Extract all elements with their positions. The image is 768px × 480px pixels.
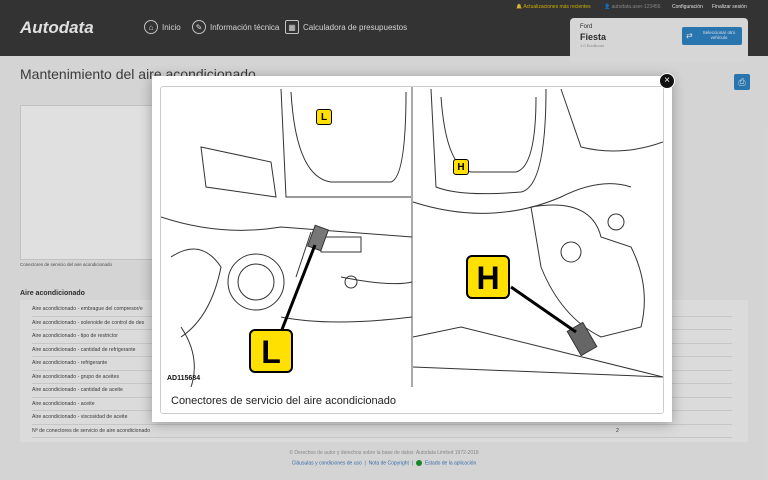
- spec-label: Aire acondicionado - grupo de aceites: [32, 373, 120, 380]
- nav-label: Información técnica: [210, 22, 280, 32]
- status-link[interactable]: Estado de la aplicación: [424, 460, 477, 467]
- copyright-text: © Derechos de autor y derechos sobre la …: [289, 450, 479, 456]
- nav-quote-calculator[interactable]: ▦ Calculadora de presupuestos: [285, 20, 407, 34]
- nav-home[interactable]: ⌂ Inicio: [144, 20, 181, 34]
- spec-row: Aire acondicionado - viscosidad de aceit…: [32, 411, 732, 425]
- vehicle-panel: Ford Fiesta 1.0 EcoBoost ⇄ Seleccionar ot…: [570, 18, 748, 62]
- print-icon: ⎙: [738, 77, 746, 87]
- image-code: AD115684: [167, 375, 201, 382]
- vehicle-model: Fiesta: [580, 32, 607, 42]
- close-modal-button[interactable]: ×: [659, 73, 675, 89]
- thumbnail-caption: Conectores de servicio del aire acondici…: [20, 262, 113, 267]
- updates-label: Actualizaciones más recientes: [523, 4, 591, 10]
- section-title: Aire acondicionado: [20, 290, 85, 297]
- low-pressure-badge-small: L: [316, 109, 332, 125]
- swap-icon: ⇄: [686, 31, 693, 40]
- user-label: autodata.user-123456: [611, 4, 661, 10]
- user-name: 👤 autodata.user-123456: [604, 4, 661, 10]
- home-icon: ⌂: [144, 20, 158, 34]
- copyright-link[interactable]: Nota de Copyright: [368, 460, 409, 467]
- spec-label: Aire acondicionado - refrigerante: [32, 360, 108, 366]
- engine-diagram: [161, 87, 663, 387]
- wrench-icon: ✎: [192, 20, 206, 34]
- spec-label: Aire acondicionado - cantidad de aceite: [32, 387, 123, 393]
- change-vehicle-button[interactable]: ⇄ Seleccionar otro vehículo: [682, 27, 742, 45]
- spec-label: Aire acondicionado - embrague del compre…: [32, 306, 143, 312]
- nav-label: Inicio: [162, 22, 181, 32]
- spec-label: Nº de conectores de servicio de aire aco…: [32, 427, 151, 434]
- settings-link[interactable]: Configuración: [672, 4, 703, 10]
- calculator-icon: ▦: [285, 20, 299, 34]
- low-pressure-badge: L: [249, 329, 293, 373]
- autodata-logo[interactable]: Autodata: [20, 18, 94, 37]
- spec-label: Aire acondicionado - tipo de restrictor: [32, 333, 118, 339]
- spec-value: 2: [616, 427, 619, 434]
- spec-label: Aire acondicionado - cantidad de refrige…: [32, 346, 136, 353]
- vehicle-make: Ford: [580, 24, 593, 30]
- nav-technical-info[interactable]: ✎ Información técnica: [192, 20, 279, 34]
- status-dot-icon: [415, 460, 422, 466]
- high-pressure-badge-small: H: [453, 159, 469, 175]
- spec-label: Aire acondicionado - aceite: [32, 400, 95, 407]
- nav-label: Calculadora de presupuestos: [303, 22, 408, 32]
- modal-caption: Conectores de servicio del aire acondici…: [171, 395, 397, 407]
- logout-link[interactable]: Finalizar sesión: [712, 4, 747, 10]
- updates-link[interactable]: 🔔 Actualizaciones más recientes: [516, 4, 591, 10]
- diagram-frame: L H L H AD115684 Conectores de servicio …: [160, 86, 664, 414]
- print-button[interactable]: ⎙: [734, 74, 750, 90]
- footer-links: Cláusulas y condiciones de uso | Nota de…: [291, 460, 477, 467]
- spec-row: Nº de conectores de servicio de aire aco…: [32, 425, 732, 438]
- vehicle-engine: 1.0 EcoBoost: [580, 43, 604, 48]
- spec-label: Aire acondicionado - solenoide de contro…: [32, 319, 145, 326]
- close-icon: ×: [664, 75, 670, 86]
- high-pressure-badge: H: [466, 255, 510, 299]
- diagram-thumbnail[interactable]: [20, 105, 160, 260]
- change-vehicle-label: Seleccionar otro vehículo: [702, 30, 736, 40]
- spec-label: Aire acondicionado - viscosidad de aceit…: [32, 414, 128, 420]
- image-modal: L H L H AD115684 Conectores de servicio …: [152, 76, 672, 422]
- terms-link[interactable]: Cláusulas y condiciones de uso: [291, 460, 362, 467]
